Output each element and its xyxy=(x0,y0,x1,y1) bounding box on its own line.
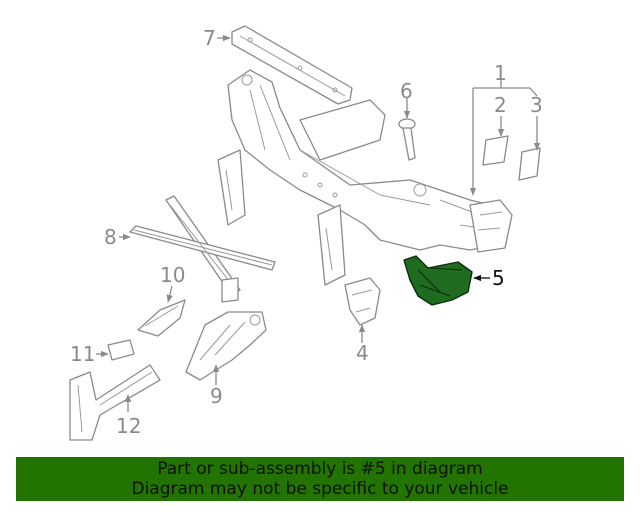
callout-7: 7 xyxy=(203,26,216,50)
callout-10: 10 xyxy=(160,263,185,287)
part-10-bracket xyxy=(137,299,186,337)
part-9-lower-bracket xyxy=(185,311,267,381)
banner-line-2: Diagram may not be specific to your vehi… xyxy=(131,479,509,499)
part-8-x-brace xyxy=(129,195,276,303)
leader-1 xyxy=(473,80,530,195)
part-12-rail xyxy=(69,364,161,441)
callout-2: 2 xyxy=(494,93,507,117)
callout-1: 1 xyxy=(494,61,507,85)
leader-3 xyxy=(530,87,537,150)
callout-5: 5 xyxy=(492,266,505,290)
part-5-highlighted xyxy=(403,255,473,306)
callout-12: 12 xyxy=(116,414,141,438)
banner-line-1: Part or sub-assembly is #5 in diagram xyxy=(157,459,483,479)
main-frame-assembly xyxy=(217,69,513,286)
callout-3: 3 xyxy=(530,93,543,117)
callout-8: 8 xyxy=(104,225,117,249)
callout-9: 9 xyxy=(210,384,223,408)
part-4-mount xyxy=(344,277,381,326)
part-11-block xyxy=(107,339,135,361)
callout-6: 6 xyxy=(400,79,413,103)
part-6-bolt xyxy=(398,118,416,161)
parts-diagram: 1 2 3 6 7 8 10 11 9 4 12 5 xyxy=(69,25,640,441)
info-banner: Part or sub-assembly is #5 in diagram Di… xyxy=(16,457,624,501)
part-7-upper-bar xyxy=(231,25,353,105)
leader-10 xyxy=(166,285,173,303)
part-2-bracket xyxy=(482,135,509,166)
callout-11: 11 xyxy=(70,342,95,366)
part-3-bracket xyxy=(518,147,541,181)
callout-4: 4 xyxy=(356,341,369,365)
